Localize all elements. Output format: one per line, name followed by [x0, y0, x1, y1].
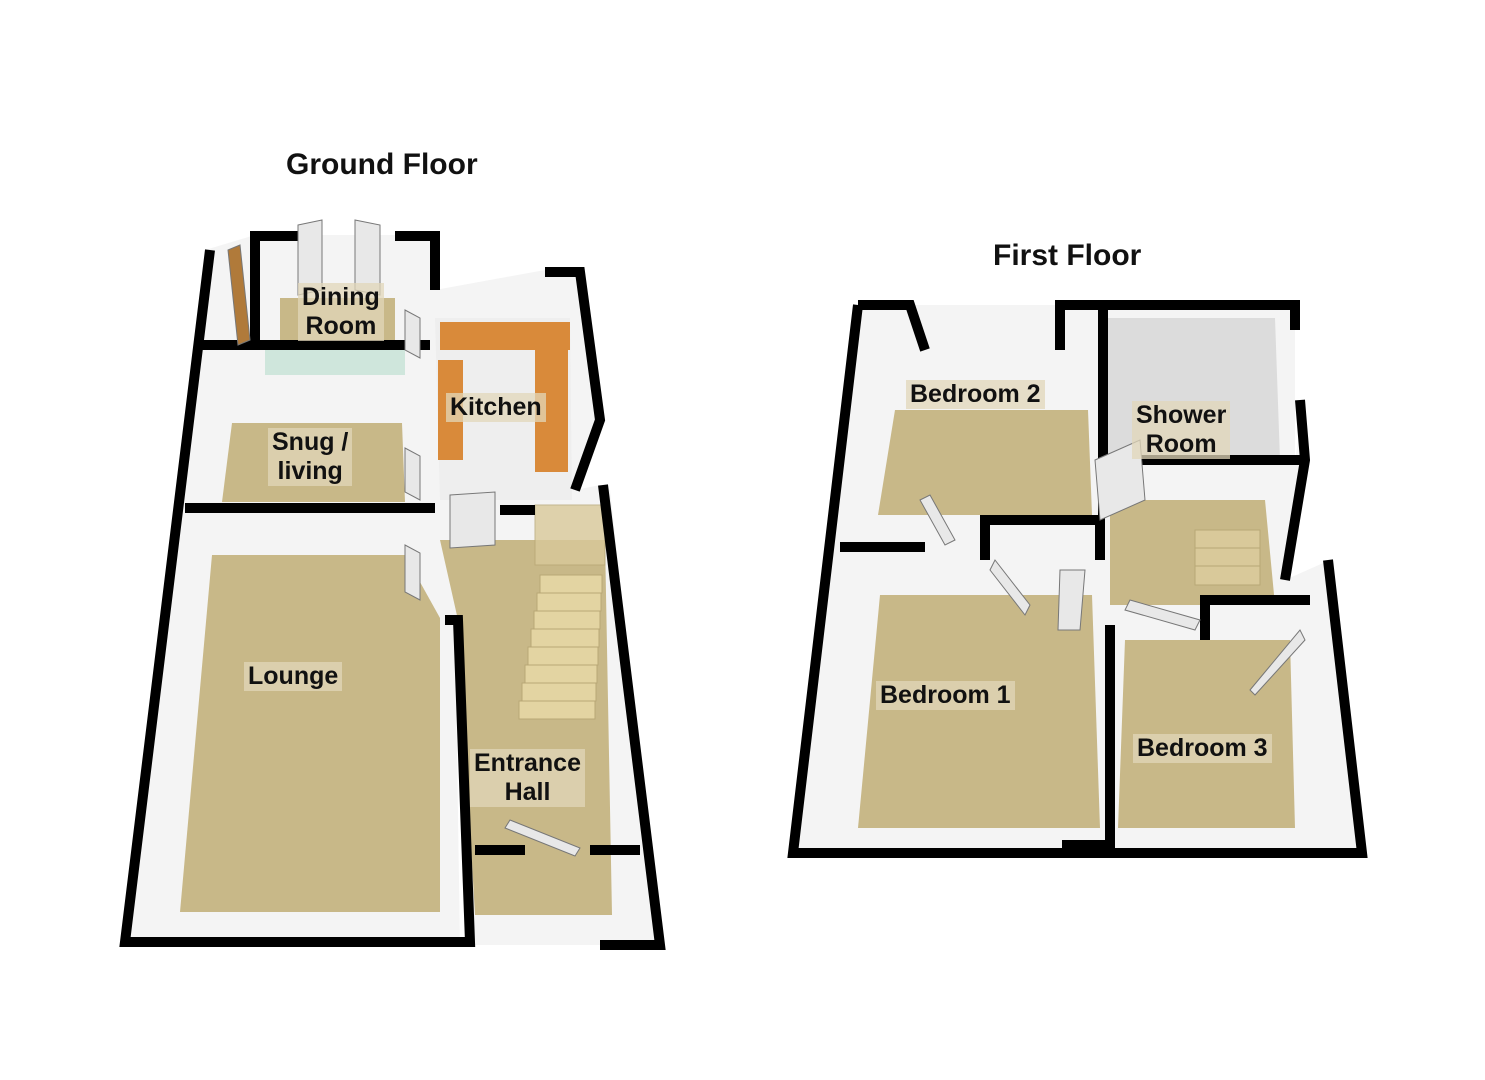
shower-room-label: Shower Room: [1132, 401, 1231, 459]
shower-room-label-line1: Shower: [1136, 401, 1227, 429]
ground-floor-title: Ground Floor: [286, 148, 478, 181]
entrance-hall-label: Entrance Hall: [470, 749, 585, 807]
back-door: [227, 244, 251, 346]
snug-label: Snug / living: [268, 428, 353, 486]
first-floor-doors: [919, 439, 1306, 696]
ground-floor-plan: [119, 219, 666, 950]
bedroom-2-label: Bedroom 2: [906, 380, 1045, 409]
first-floor-walls: [787, 300, 1368, 858]
shower-room-label-line2: Room: [1145, 430, 1217, 458]
front-door: [504, 819, 581, 857]
snug-label-line2: living: [277, 457, 343, 485]
first-floor-plan: [787, 300, 1368, 858]
dining-room-label: Dining Room: [298, 283, 384, 341]
first-floor-chimney: [1062, 840, 1112, 858]
dining-room-label-line1: Dining: [302, 283, 380, 311]
bedroom-1-label: Bedroom 1: [876, 681, 1015, 710]
doors: [227, 219, 581, 857]
bedroom-3-label: Bedroom 3: [1133, 734, 1272, 763]
snug-label-line1: Snug /: [272, 428, 349, 456]
lounge-label: Lounge: [244, 662, 343, 691]
bedroom-2-floor: [878, 410, 1092, 515]
first-floor-title: First Floor: [993, 239, 1142, 272]
lounge-floor: [180, 555, 440, 912]
kitchen-label: Kitchen: [446, 393, 546, 422]
entrance-hall-label-line2: Hall: [504, 778, 551, 806]
landing-stairs: [1194, 529, 1261, 586]
staircase: [518, 504, 606, 720]
ground-floor-walls: [119, 231, 666, 950]
bedroom-1-floor: [858, 595, 1100, 828]
entrance-hall-label-line1: Entrance: [474, 749, 581, 777]
dining-room-label-line2: Room: [305, 312, 377, 340]
